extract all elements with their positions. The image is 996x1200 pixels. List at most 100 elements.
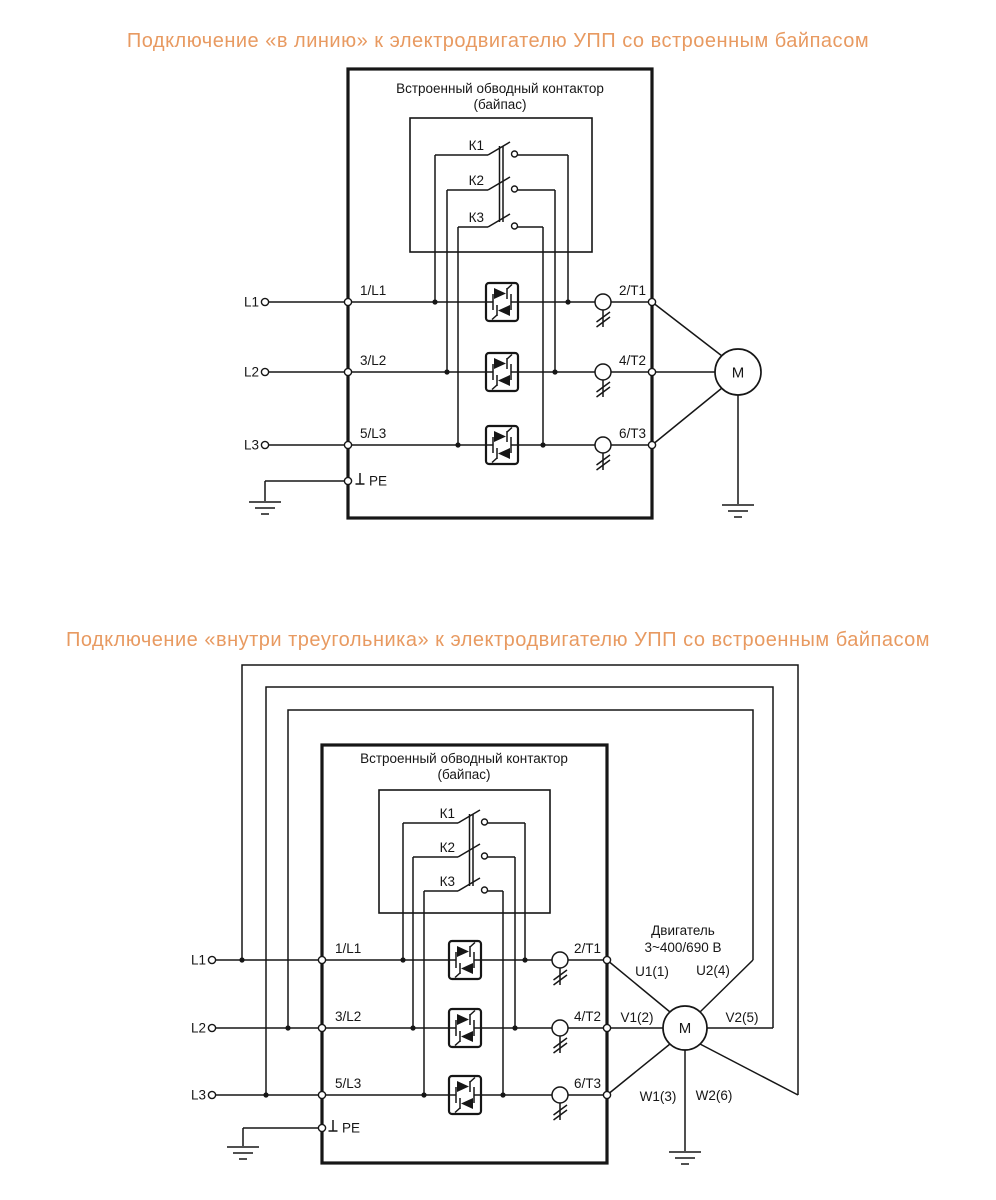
bypass-box-subtitle: (байпас) xyxy=(473,97,526,112)
junction-dot xyxy=(285,1025,291,1031)
junction-dot xyxy=(263,1092,269,1098)
junction-dot xyxy=(444,369,450,375)
diagram-inline: Встроенный обводный контактор (байпас) К… xyxy=(244,67,762,520)
bypass-box-subtitle: (байпас) xyxy=(437,767,490,782)
inline-diagram-title: Подключение «в линию» к электродвигателю… xyxy=(126,30,870,52)
thyristor-module-icon xyxy=(484,281,520,323)
junction-dot xyxy=(565,299,571,305)
output-terminal-label: 2/T1 xyxy=(574,941,601,956)
motor-label: M xyxy=(732,365,745,382)
box-terminal-point xyxy=(647,367,657,377)
junction-dot xyxy=(500,1092,506,1098)
junction-dot xyxy=(522,957,528,963)
bypass-contactor-k1 xyxy=(434,141,569,302)
thyristor-module-icon xyxy=(484,351,520,393)
current-sensor-icon xyxy=(594,436,612,471)
contactor-label-k1: К1 xyxy=(469,138,484,153)
thyristor-module-icon xyxy=(447,1074,483,1116)
thyristor-module-icon xyxy=(447,939,483,981)
ground-glyph-icon xyxy=(354,472,366,485)
input-terminal-point xyxy=(260,440,270,450)
input-terminal-label: 5/L3 xyxy=(335,1076,361,1091)
phase-label-l2: L2 xyxy=(244,365,259,380)
input-terminal-label: 1/L1 xyxy=(360,283,386,298)
junction-dot xyxy=(410,1025,416,1031)
contactor-label-k1: К1 xyxy=(440,806,455,821)
winding-label-w1: W1(3) xyxy=(640,1089,677,1104)
pe-terminal-point xyxy=(343,476,353,486)
pe-label: PE xyxy=(369,474,387,489)
soft-starter-box xyxy=(320,743,609,1165)
box-terminal-point xyxy=(317,955,327,965)
box-terminal-point xyxy=(602,955,612,965)
earth-symbol xyxy=(668,1151,702,1165)
thyristor-module-icon xyxy=(447,1007,483,1049)
earth-symbol xyxy=(248,501,282,515)
output-terminal-label: 4/T2 xyxy=(574,1009,601,1024)
current-sensor-icon xyxy=(551,1086,569,1121)
input-terminal-label: 1/L1 xyxy=(335,941,361,956)
phase-label-l1: L1 xyxy=(244,295,259,310)
contactor-label-k3: К3 xyxy=(469,210,484,225)
diagram-delta: Встроенный обводный контактор (байпас) К… xyxy=(191,664,799,1165)
bypass-contactor-k3 xyxy=(423,877,504,1095)
bypass-contactor-box xyxy=(409,117,593,253)
winding-label-v1: V1(2) xyxy=(620,1010,653,1025)
output-terminal-label: 2/T1 xyxy=(619,283,646,298)
contactor-linkage xyxy=(468,814,474,886)
junction-dot xyxy=(455,442,461,448)
phase-label-l1: L1 xyxy=(191,953,206,968)
contactor-label-k2: К2 xyxy=(440,840,455,855)
pe-label: PE xyxy=(342,1121,360,1136)
motor-circle xyxy=(714,348,762,396)
pe-circuit xyxy=(226,1119,339,1160)
output-terminal-label: 4/T2 xyxy=(619,353,646,368)
motor-circle xyxy=(662,1005,708,1051)
box-terminal-point xyxy=(343,440,353,450)
box-terminal-point xyxy=(317,1023,327,1033)
input-terminal-point xyxy=(207,1090,217,1100)
input-terminal-point xyxy=(207,955,217,965)
phase-label-l2: L2 xyxy=(191,1021,206,1036)
bypass-box-title: Встроенный обводный контактор xyxy=(396,81,604,96)
winding-label-w2: W2(6) xyxy=(696,1088,733,1103)
motor-rating-label: 3~400/690 В xyxy=(645,940,722,955)
output-terminal-label: 6/T3 xyxy=(574,1076,601,1091)
motor-name-label: Двигатель xyxy=(651,923,715,938)
output-terminal-label: 6/T3 xyxy=(619,426,646,441)
phase-label-l3: L3 xyxy=(244,438,259,453)
bypass-contactor-box xyxy=(378,789,551,914)
motor-label: M xyxy=(679,1020,692,1037)
bypass-contactor-k2 xyxy=(412,843,516,1028)
winding-label-u2: U2(4) xyxy=(696,963,730,978)
winding-label-v2: V2(5) xyxy=(725,1010,758,1025)
input-terminal-point xyxy=(260,297,270,307)
contactor-linkage xyxy=(498,146,504,222)
input-terminal-label: 3/L2 xyxy=(335,1009,361,1024)
box-terminal-point xyxy=(647,440,657,450)
junction-dot xyxy=(432,299,438,305)
bypass-contactor-k1 xyxy=(402,809,526,960)
contactor-label-k2: К2 xyxy=(469,173,484,188)
bypass-box-title: Встроенный обводный контактор xyxy=(360,751,568,766)
junction-dot xyxy=(540,442,546,448)
bypass-contactor-k2 xyxy=(446,176,556,372)
junction-dot xyxy=(512,1025,518,1031)
current-sensor-icon xyxy=(551,1019,569,1054)
phase-label-l3: L3 xyxy=(191,1088,206,1103)
winding-label-u1: U1(1) xyxy=(635,964,669,979)
current-sensor-icon xyxy=(551,951,569,986)
ground-glyph-icon xyxy=(327,1119,339,1132)
earth-symbol xyxy=(226,1146,260,1160)
input-terminal-point xyxy=(260,367,270,377)
delta-loop-wires xyxy=(241,664,799,1095)
delta-diagram-title: Подключение «внутри треугольника» к элек… xyxy=(65,629,931,651)
box-terminal-point xyxy=(317,1090,327,1100)
current-sensor-icon xyxy=(594,363,612,398)
pe-circuit xyxy=(248,472,366,515)
box-terminal-point xyxy=(647,297,657,307)
thyristor-module-icon xyxy=(484,424,520,466)
input-terminal-label: 5/L3 xyxy=(360,426,386,441)
input-terminal-point xyxy=(207,1023,217,1033)
